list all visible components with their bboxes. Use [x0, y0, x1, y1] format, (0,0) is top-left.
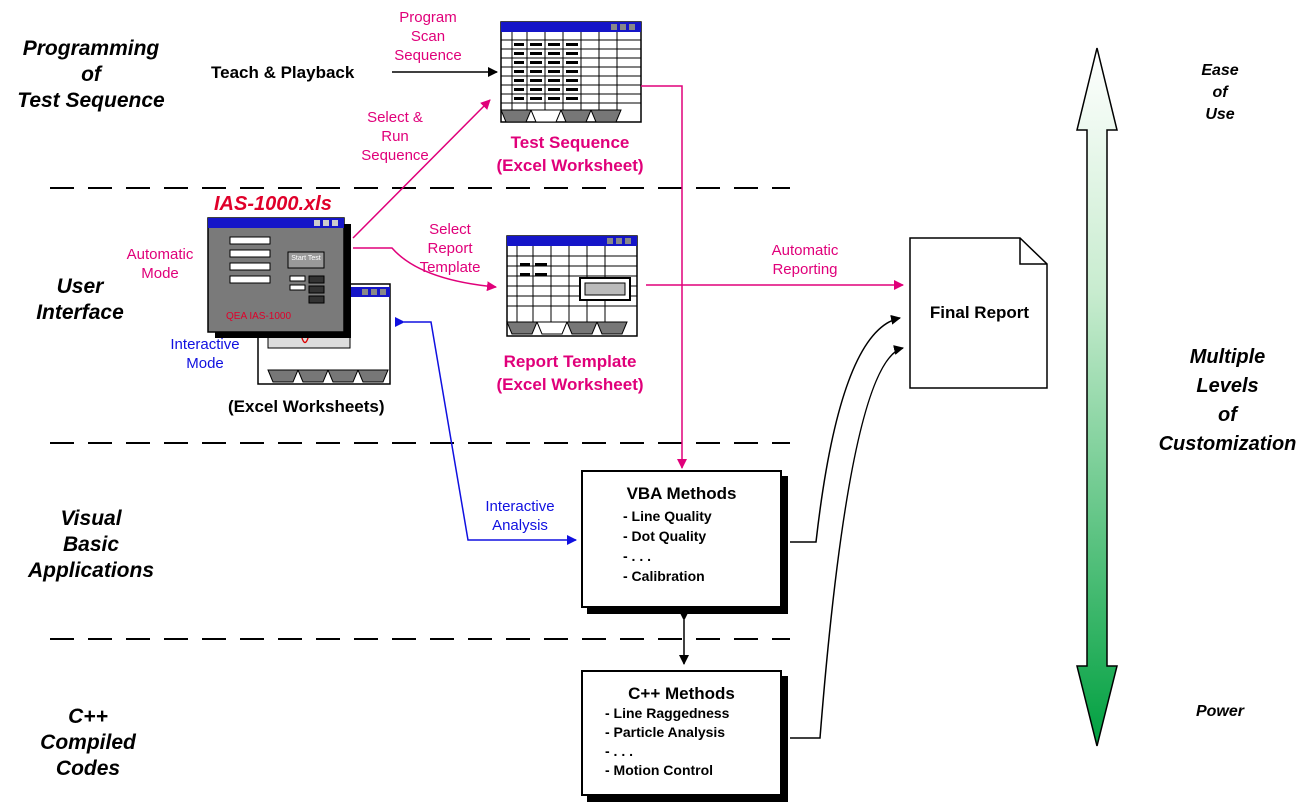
final-report-label: Final Report [929, 303, 1030, 322]
arrow-sequence-to-vba [641, 85, 687, 469]
test-sequence-label: Test Sequence(Excel Worksheet) [496, 133, 644, 175]
arrow-interactive-analysis [395, 317, 577, 545]
report-template-label: Report Template(Excel Worksheet) [496, 352, 644, 394]
vba-methods-title: VBA Methods [626, 484, 737, 503]
arrow-cpp-to-report [790, 345, 904, 739]
vba-item-calibration: - Calibration [623, 568, 705, 584]
vba-item-dot-quality: - Dot Quality [623, 528, 707, 544]
vba-item-line-quality: - Line Quality [623, 508, 712, 524]
cpp-item-line-raggedness: - Line Raggedness [605, 705, 730, 721]
report-template-worksheet-icon [506, 235, 638, 337]
vba-item-ellipsis: - . . . [623, 548, 651, 564]
cpp-methods-box: C++ Methods - Line Raggedness - Particle… [581, 670, 782, 796]
arrow-vba-to-report [790, 314, 901, 543]
teach-playback-label: Teach & Playback [211, 63, 355, 82]
ias-file-label: IAS-1000.xls [214, 193, 332, 215]
power-label: Power [1195, 703, 1244, 720]
start-test-button[interactable]: Start Test [291, 255, 321, 262]
cpp-item-motion-control: - Motion Control [605, 762, 714, 778]
test-sequence-worksheet-icon [500, 21, 642, 123]
excel-worksheets-label: (Excel Worksheets) [228, 397, 385, 416]
cpp-item-ellipsis: - . . . [605, 743, 633, 759]
cpp-item-particle-analysis: - Particle Analysis [605, 724, 726, 740]
ias-front-panel [207, 217, 351, 338]
separator-lines [50, 187, 790, 640]
arrow-ias-to-sequence [352, 99, 491, 239]
final-report-document [909, 237, 1048, 389]
cpp-methods-title: C++ Methods [628, 684, 735, 703]
qea-label: QEA IAS-1000 [226, 311, 292, 322]
ease-power-arrow [1076, 47, 1118, 747]
arrow-ias-to-report [353, 247, 497, 292]
vba-methods-box: VBA Methods - Line Quality - Dot Quality… [581, 470, 782, 608]
